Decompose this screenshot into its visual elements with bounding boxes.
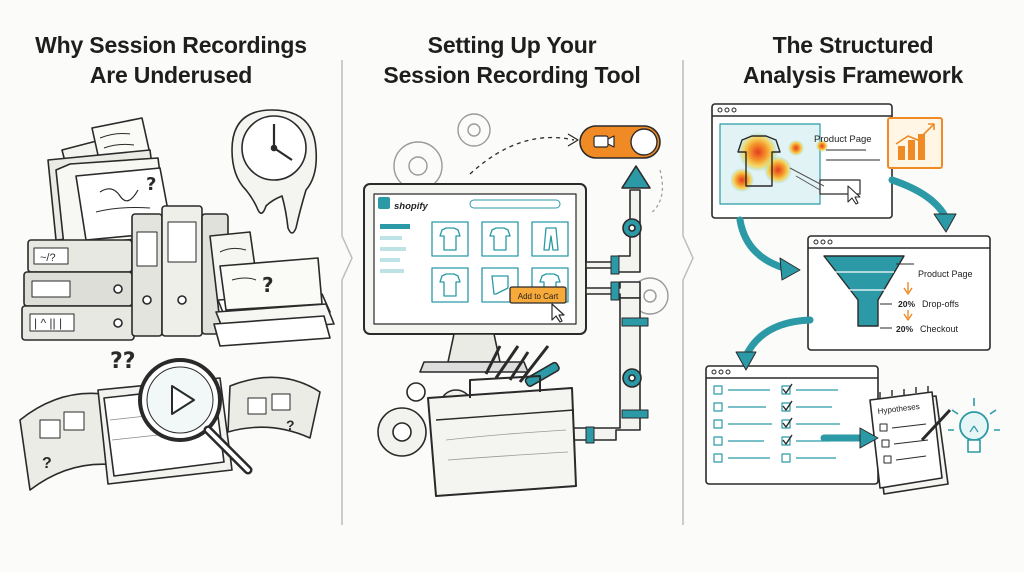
monitor (363, 183, 587, 373)
panel-1-title-line2: Are Underused (89, 62, 253, 88)
svg-text:| ^ || |: | ^ || | (34, 316, 62, 330)
melting-clock-icon (231, 109, 318, 234)
checkout-label: Checkout (920, 324, 959, 334)
svg-text:?: ? (286, 417, 295, 433)
panel-3-title-line1: The Structured (772, 32, 934, 58)
record-toggle-icon (579, 125, 661, 159)
panel-3-title-line2: Analysis Framework (742, 62, 964, 88)
cursor-icon (847, 185, 861, 205)
svg-text:?: ? (262, 273, 274, 297)
svg-text:~/?: ~/? (40, 252, 56, 264)
lightbulb-icon (948, 398, 1000, 453)
binder-stack: ~/? | ^ || | (21, 239, 135, 341)
panel-2-title-line1: Setting Up Your (427, 32, 597, 58)
notepad-icon (869, 386, 952, 495)
checkout-percent: 20% (896, 324, 913, 334)
dropoff-percent: 20% (898, 299, 915, 309)
upright-binders (131, 205, 229, 337)
svg-text:?: ? (146, 174, 156, 195)
store-brand-label: shopify (394, 201, 428, 212)
checklist-window (705, 365, 879, 485)
dropoff-label: Drop-offs (922, 299, 959, 309)
product-grid (431, 221, 569, 303)
question-mark-icon: ?? (110, 349, 136, 374)
funnel-top-label: Product Page (918, 269, 973, 279)
panel-2-title-line2: Session Recording Tool (383, 62, 641, 88)
toolbox-icon (377, 345, 577, 497)
cursor-icon (551, 303, 565, 323)
funnel-window (807, 235, 991, 351)
panel-1-title: Why Session Recordings Are Underused (6, 30, 336, 90)
panel-1-title-line1: Why Session Recordings (35, 32, 307, 58)
bar-chart-icon (887, 117, 943, 169)
paper-pile: ? (213, 257, 335, 347)
flow-arrowheads (735, 213, 957, 449)
panel-1-illustration: ? ~/? | ^ || | (19, 109, 335, 491)
panel-3-title: The Structured Analysis Framework (688, 30, 1018, 90)
svg-text:?: ? (42, 455, 52, 472)
panel-2-illustration (363, 113, 669, 497)
panel-divider-right (682, 60, 694, 525)
dashed-arrow (469, 136, 575, 175)
panel-3-illustration (705, 103, 1000, 495)
panel-divider-left (341, 60, 353, 525)
heatmap-window (711, 103, 893, 219)
add-to-cart-callout (509, 286, 567, 323)
add-to-cart-button: Add to Cart (518, 292, 559, 301)
heatmap-page-label: Product Page (814, 134, 872, 145)
panel-2-title: Setting Up Your Session Recording Tool (347, 30, 677, 90)
data-pipes (571, 165, 651, 444)
magnifying-glass-icon (138, 358, 253, 475)
